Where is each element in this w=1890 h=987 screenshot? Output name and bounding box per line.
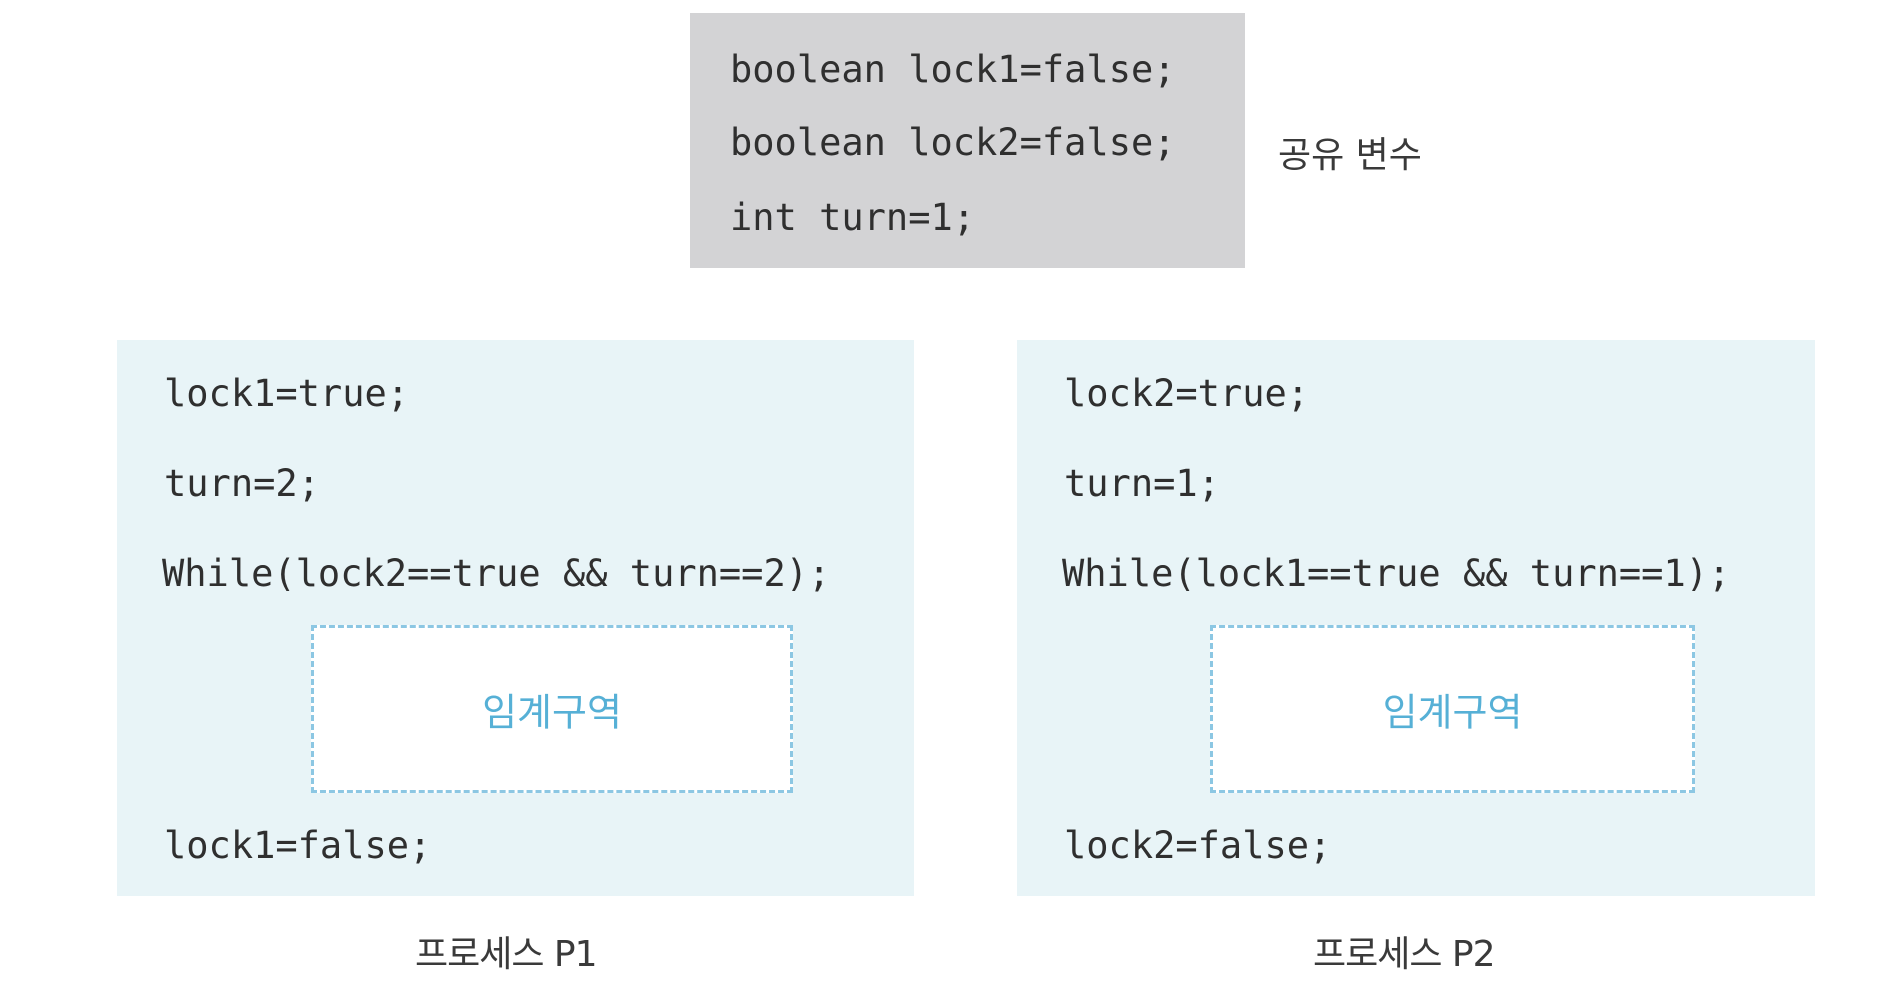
p1-critical-section-box: 임계구역 — [311, 625, 793, 793]
shared-variables-box: boolean lock1=false; boolean lock2=false… — [690, 13, 1245, 268]
process-p2-panel: lock2=true; turn=1; While(lock1==true &&… — [1017, 340, 1815, 896]
p2-code-line-1: lock2=true; — [1064, 372, 1310, 415]
p2-code-line-4: lock2=false; — [1064, 824, 1332, 867]
p1-code-line-3: While(lock2==true && turn==2); — [162, 552, 831, 595]
p1-code-line-4: lock1=false; — [164, 824, 432, 867]
process-p2-label: 프로세스 P2 — [1313, 934, 1496, 975]
p2-critical-section-label: 임계구역 — [1382, 690, 1523, 735]
p2-code-line-2: turn=1; — [1064, 462, 1220, 505]
p2-code-line-3: While(lock1==true && turn==1); — [1062, 552, 1731, 595]
shared-variables-label: 공유 변수 — [1278, 135, 1422, 176]
shared-code-line-2: boolean lock2=false; — [730, 121, 1176, 164]
p2-critical-section-box: 임계구역 — [1210, 625, 1695, 793]
process-p1-label: 프로세스 P1 — [415, 934, 598, 975]
shared-code-line-1: boolean lock1=false; — [730, 48, 1176, 91]
p1-code-line-2: turn=2; — [164, 462, 320, 505]
shared-code-line-3: int turn=1; — [730, 196, 976, 239]
p1-critical-section-label: 임계구역 — [482, 690, 622, 735]
p1-code-line-1: lock1=true; — [164, 372, 410, 415]
process-p1-panel: lock1=true; turn=2; While(lock2==true &&… — [117, 340, 914, 896]
